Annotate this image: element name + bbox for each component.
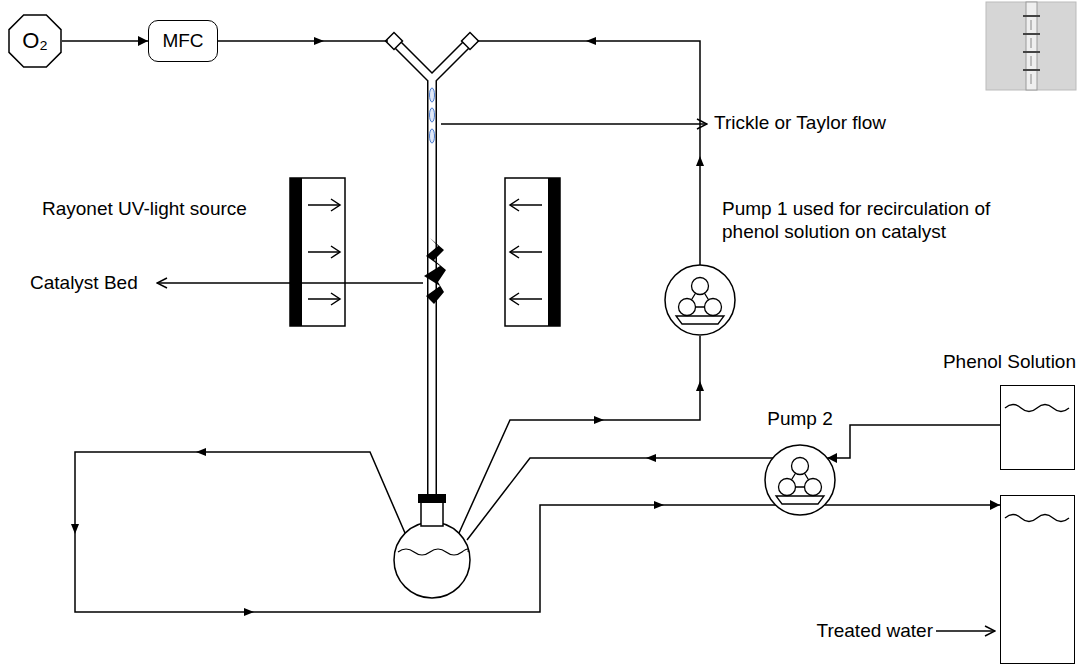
node-text: Pump 2: [752, 408, 848, 431]
tubing-line: [478, 41, 700, 265]
pump-outline: [705, 299, 722, 316]
photo-inset: [986, 2, 1076, 90]
gas-cylinder: O₂: [8, 14, 62, 68]
uv-lamp: [548, 178, 560, 326]
leader-arrow: [441, 123, 707, 125]
pump-outline: [805, 479, 822, 496]
round-bottom-flask: [394, 522, 470, 598]
reactor-tube: [398, 45, 466, 500]
octagon-outline: [9, 15, 61, 67]
pump-outline: [764, 444, 836, 516]
flow-arrowhead: [594, 416, 604, 424]
gas-bubble: [430, 108, 435, 122]
pump-outline: [679, 299, 696, 316]
reactor-tube: [462, 33, 479, 50]
pump-symbol: Pump 1 used for recirculation of phenol …: [664, 264, 736, 336]
uv-lamp: [331, 199, 340, 305]
round-bottom-flask: [394, 494, 470, 598]
node-text: Pump 1 used for recirculation of phenol …: [722, 198, 1052, 244]
flow-arrowhead: [696, 156, 704, 166]
uv-lamp: [290, 178, 560, 326]
tubing-line: [467, 458, 773, 540]
flow-controller-box: MFC: [148, 20, 218, 62]
liquid-surface: [1005, 515, 1069, 522]
pump-outline: [676, 316, 724, 324]
uv-lamp: [505, 178, 560, 326]
tubing-line: [75, 41, 776, 612]
pump-outline: [779, 479, 796, 496]
tubing-line: [75, 452, 776, 612]
flow-connector: [827, 425, 1000, 458]
uv-lamp: [510, 199, 519, 305]
catalyst-label: Catalyst Bed: [30, 272, 138, 295]
uv-lamp: [290, 178, 345, 326]
uv-lamp: [511, 205, 542, 299]
pump-outline: [792, 458, 809, 475]
reactor-tube: [398, 45, 466, 500]
flow-arrowhead: [196, 448, 206, 456]
round-bottom-flask: [418, 494, 446, 503]
flow-regime-label: Trickle or Taylor flow: [714, 112, 886, 135]
reactor-tube: [386, 33, 403, 50]
photo-inset: [986, 2, 1076, 90]
catalyst-bed: [424, 238, 446, 304]
light-source-label: Rayonet UV-light source: [42, 198, 247, 221]
flow-arrowhead: [696, 381, 704, 391]
flow-arrowhead: [586, 37, 596, 45]
gas-line: [218, 40, 388, 42]
node-text: Treated water: [816, 620, 933, 643]
photo-inset: [1031, 20, 1032, 84]
node-text: Phenol Solution: [943, 351, 1076, 374]
gas-bubble: [430, 88, 435, 143]
node-text: MFC: [162, 30, 203, 53]
liquid-surface: [1005, 405, 1069, 412]
pump-outline: [665, 265, 735, 335]
pump-outline: [765, 445, 835, 515]
liquid-surface: [1001, 496, 1073, 536]
pump-outline: [692, 278, 709, 295]
round-bottom-flask: [398, 549, 468, 555]
uv-lamp: [308, 205, 339, 299]
liquid-surface: [1001, 386, 1073, 426]
flow-arrowhead: [654, 501, 664, 509]
pump-symbol: Pump 2: [764, 444, 836, 516]
gas-line: [218, 41, 388, 42]
flow-connector: [62, 40, 148, 42]
flow-arrowhead: [244, 608, 254, 616]
node-text: O₂: [22, 28, 48, 54]
flow-arrowhead: [71, 524, 79, 534]
leader-arrow: [936, 630, 995, 632]
pump-outline: [664, 264, 736, 336]
leader-arrow: [157, 282, 423, 284]
flow-arrowhead: [646, 454, 656, 462]
liquid-tank: Treated water: [1000, 495, 1075, 664]
connector-layer: [62, 41, 1000, 505]
flow-connector: [824, 504, 1000, 506]
gas-bubble: [430, 88, 435, 102]
uv-lamp: [290, 178, 302, 326]
reactor-tube: [386, 33, 479, 500]
pump-outline: [776, 496, 824, 504]
liquid-tank: Phenol Solution: [1000, 385, 1075, 470]
gas-bubble: [430, 129, 435, 143]
